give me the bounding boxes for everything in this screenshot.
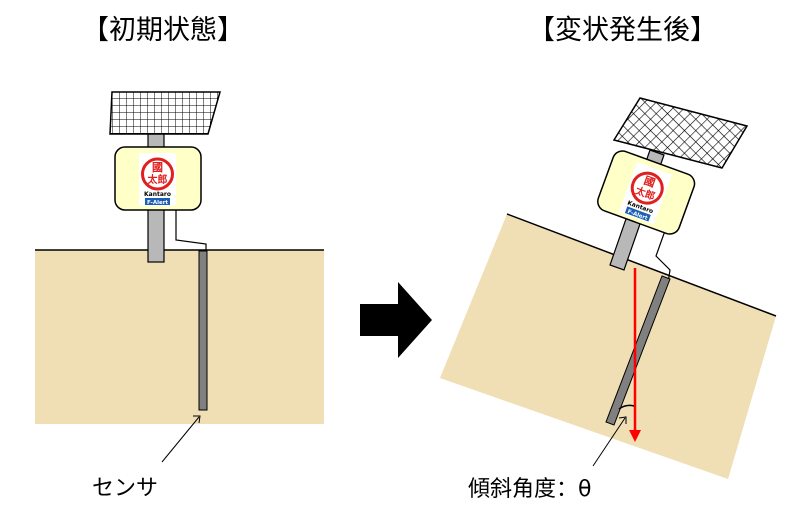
logo-text-bottom: 太郎 [147,173,168,186]
initial-state-diagram: 國 太郎 Kantaro F-Alert [35,91,324,463]
logo-ring-icon [630,171,664,205]
tilt-angle-label: 傾斜角度：θ [468,477,592,502]
heading-after-deformation: 【変状発生後】 [528,15,717,46]
sensor-label: センサ [92,476,159,501]
tilt-leader-line [592,417,626,467]
gravity-arrow-icon [629,430,641,442]
cable-tilted [655,227,671,284]
ground-line-tilted [506,213,777,317]
solar-panel-icon [109,91,221,135]
logo-sub: F-Alert [147,200,168,206]
logo-text-top: 國 [152,161,163,174]
sensor-rod-initial [198,250,208,411]
sensor-leader-arrowhead [193,415,201,424]
device-logo-initial [139,153,176,206]
logo-brand: Kantaro [144,191,171,198]
right-arrow-icon [360,282,432,358]
sensor-rod-tilted [605,275,671,426]
device-box-tilted-group: 國 太郎 Kantaro F-Alert [597,150,696,235]
soil-block-initial [35,250,324,424]
tilt-leader-arrowhead [618,416,627,424]
tilt-angle-arc [618,404,635,410]
solar-panel-icon [612,97,749,169]
logo-text-top-tilted: 國 [642,174,657,190]
after-deformation-diagram: 國 太郎 Kantaro F-Alert [440,97,777,479]
logo-sub-bar-tilted [624,206,651,222]
cable-initial [175,208,207,252]
logo-sub-bar [145,198,170,205]
logo-ring-icon [141,157,174,191]
soil-block-tilted [440,214,776,479]
heading-initial-state: 【初期状態】 [82,15,244,46]
sensor-leader-line [161,416,200,463]
